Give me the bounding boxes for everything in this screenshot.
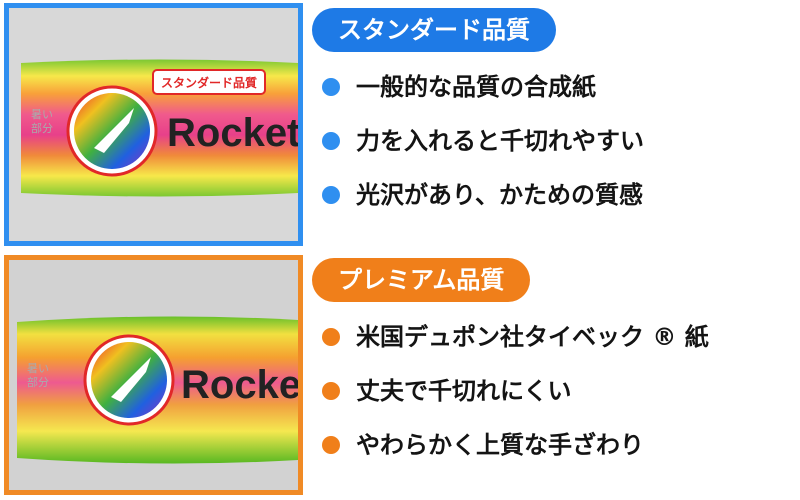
standard-feature-list: 一般的な品質の合成紙 力を入れると千切れやすい 光沢があり、かための質感 <box>312 60 796 222</box>
rocket-icon <box>94 108 134 153</box>
premium-side-text-1: 暑い <box>27 362 49 375</box>
feature-text: 米国デュポン社タイベック ® 紙 <box>356 323 709 351</box>
standard-quality-heading: スタンダード品質 <box>312 8 556 52</box>
list-item: 力を入れると千切れやすい <box>312 114 796 168</box>
standard-side-text-1: 暑い <box>31 108 53 121</box>
list-item: 一般的な品質の合成紙 <box>312 60 796 114</box>
bullet-dot-icon <box>322 436 340 454</box>
bullet-dot-icon <box>322 382 340 400</box>
standard-wristband-photo: スタンダード品質 Rocket 暑い 部分 <box>4 3 303 246</box>
standard-badge <box>152 69 266 95</box>
premium-side-text-2: 部分 <box>27 375 49 389</box>
list-item: 米国デュポン社タイベック ® 紙 <box>312 310 796 364</box>
bullet-dot-icon <box>322 328 340 346</box>
bullet-dot-icon <box>322 132 340 150</box>
feature-text: 一般的な品質の合成紙 <box>356 73 596 101</box>
feature-text: やわらかく上質な手ざわり <box>356 431 644 459</box>
list-item: 光沢があり、かための質感 <box>312 168 796 222</box>
standard-side-text-2: 部分 <box>31 121 53 135</box>
rocket-icon-premium <box>111 357 151 402</box>
premium-quality-heading: プレミアム品質 <box>312 258 531 302</box>
list-item: 丈夫で千切れにくい <box>312 364 796 418</box>
feature-text: 光沢があり、かための質感 <box>356 181 644 209</box>
premium-brand-text: Rocket <box>181 363 298 407</box>
premium-quality-panel: プレミアム品質 米国デュポン社タイベック ® 紙 丈夫で千切れにくい やわらかく… <box>312 258 796 472</box>
feature-text: 丈夫で千切れにくい <box>356 377 572 405</box>
premium-feature-list: 米国デュポン社タイベック ® 紙 丈夫で千切れにくい やわらかく上質な手ざわり <box>312 310 796 472</box>
feature-text: 力を入れると千切れやすい <box>356 127 644 155</box>
bullet-dot-icon <box>322 78 340 96</box>
bullet-dot-icon <box>322 186 340 204</box>
premium-wristband-photo: Rocket 暑い 部分 <box>4 255 303 495</box>
standard-quality-panel: スタンダード品質 一般的な品質の合成紙 力を入れると千切れやすい 光沢があり、か… <box>312 8 796 222</box>
standard-badge-label: スタンダード品質 <box>161 75 257 90</box>
standard-brand-text: Rocket <box>167 111 298 155</box>
list-item: やわらかく上質な手ざわり <box>312 418 796 472</box>
